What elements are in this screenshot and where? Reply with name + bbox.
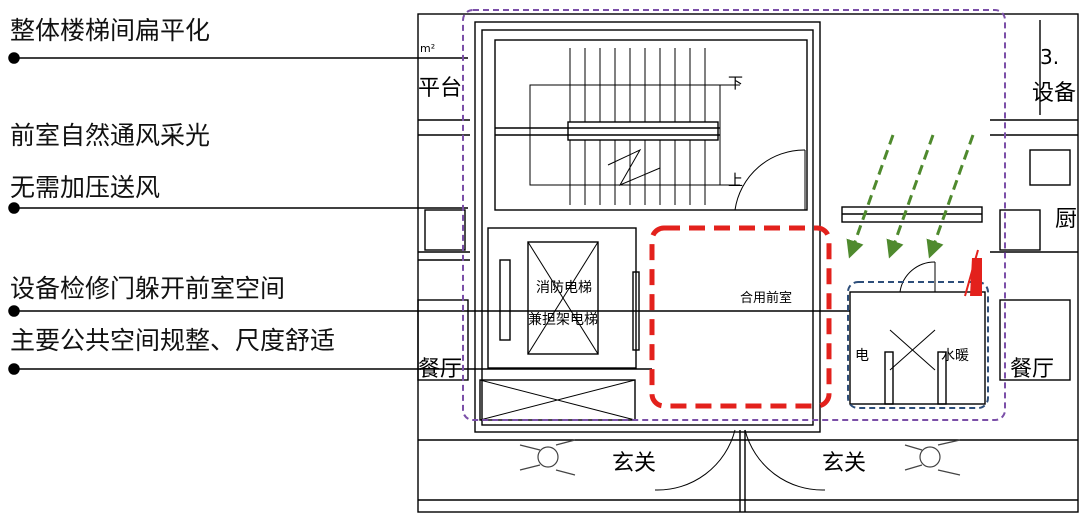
entrance-left-label: 玄关: [612, 451, 656, 476]
shared-lobby-label: 合用前室: [740, 290, 792, 306]
plan-walls: [417, 13, 1079, 513]
elevator-label-2: 兼担架电梯: [528, 312, 598, 328]
left-area-unit: m²: [420, 42, 435, 55]
electric-room-label: 电: [855, 348, 869, 364]
annotation-flat-stair: 整体楼梯间扁平化: [10, 16, 211, 45]
annotation-public-space: 主要公共空间规整、尺度舒适: [10, 326, 336, 355]
leader-dot-1: [8, 52, 20, 64]
hvac-room-label: 水暖: [941, 348, 969, 364]
leader-dot-3: [8, 305, 20, 317]
vent-arrow-2: [886, 134, 935, 259]
person-icon-right: [904, 439, 961, 476]
leader-lines: [8, 52, 850, 375]
stair-down-label: 下: [728, 74, 743, 92]
stair-up-label: 上: [728, 171, 743, 189]
leader-dot-4: [8, 363, 20, 375]
annotation-no-pressurization: 无需加压送风: [10, 173, 161, 202]
right-value-label: 3.: [1040, 45, 1059, 69]
entrance-right-label: 玄关: [822, 451, 866, 476]
vent-arrow-1: [846, 134, 895, 259]
vent-arrow-3: [926, 134, 975, 259]
person-icon-left: [519, 439, 576, 476]
elevator-label-1: 消防电梯: [536, 280, 592, 296]
right-kitchen-label: 厨: [1055, 207, 1077, 232]
annotation-service-door: 设备检修门躲开前室空间: [10, 274, 286, 303]
left-dining-label: 餐厅: [418, 357, 462, 382]
equipment-room-outline: [847, 281, 989, 409]
ventilation-arrows: [846, 134, 975, 259]
leader-dot-2: [8, 202, 20, 214]
stair-core-boundary: [462, 9, 1006, 421]
right-equipment-label: 设备: [1032, 81, 1076, 106]
red-door-marker: [964, 249, 982, 297]
annotation-natural-ventilation: 前室自然通风采光: [10, 121, 211, 150]
right-dining-label: 餐厅: [1010, 357, 1054, 382]
left-platform-label: 平台: [418, 76, 462, 101]
shared-lobby-outline: [649, 225, 832, 409]
